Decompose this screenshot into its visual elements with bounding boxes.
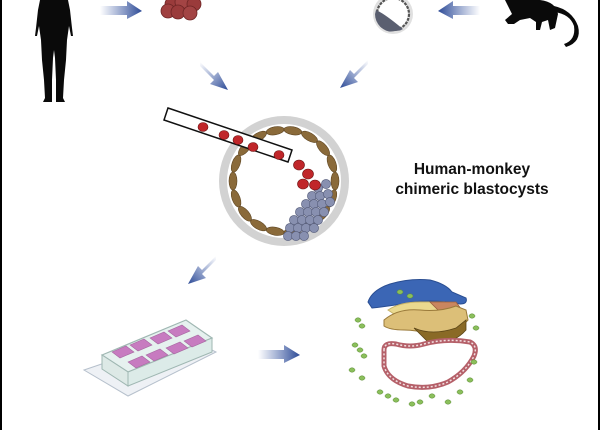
injected-human-cells-icon xyxy=(293,159,321,191)
arrow-left-icon xyxy=(438,1,480,19)
inner-cell-mass-cell xyxy=(309,223,319,233)
extraembryonic-cell xyxy=(360,353,368,359)
inner-cell-mass-cell xyxy=(315,191,325,201)
inner-cell-mass-cell xyxy=(317,199,327,209)
extraembryonic-cell xyxy=(466,377,474,383)
trophectoderm-cell xyxy=(330,171,340,191)
arrow-right-icon xyxy=(258,345,300,363)
culture-well xyxy=(145,348,169,362)
culture-well xyxy=(111,345,135,359)
micropipette-icon xyxy=(163,107,293,163)
extraembryonic-cell xyxy=(348,367,356,373)
inner-cell-mass-cell xyxy=(313,215,323,225)
extraembryonic-cell xyxy=(351,342,359,348)
inner-cell-mass-cell xyxy=(321,179,331,189)
inner-cell-mass-cell xyxy=(299,231,309,241)
extraembryonic-cell xyxy=(470,359,478,365)
extraembryonic-cell xyxy=(468,313,476,319)
arrow-right-icon xyxy=(100,1,142,19)
culture-well xyxy=(165,341,189,355)
caption-line-1: Human-monkey xyxy=(413,161,531,178)
extraembryonic-cell xyxy=(358,323,366,329)
arrow-down-left-icon xyxy=(188,256,216,284)
caption-line-2: chimeric blastocysts xyxy=(395,181,549,198)
culture-well xyxy=(149,331,173,345)
chimeric-blastocyst-icon xyxy=(219,116,349,246)
extraembryonic-cell xyxy=(408,401,416,407)
arrow-down-left-icon xyxy=(340,60,368,88)
figure-caption: Human-monkey chimeric blastocysts xyxy=(372,160,572,200)
extraembryonic-cell xyxy=(354,317,362,323)
extraembryonic-cell xyxy=(472,325,480,331)
human-silhouette-icon xyxy=(35,0,73,102)
monkey-silhouette-icon xyxy=(505,0,579,47)
culture-chamber-slide-icon xyxy=(82,319,218,397)
extraembryonic-cell xyxy=(384,393,392,399)
culture-well xyxy=(127,355,151,369)
extraembryonic-cell xyxy=(428,393,436,399)
trophectoderm-cell xyxy=(326,154,338,173)
trophectoderm-cell xyxy=(228,171,238,191)
extraembryonic-cell xyxy=(416,399,424,405)
inner-cell-mass-cell xyxy=(325,197,335,207)
embryo-section-icon xyxy=(348,279,480,407)
culture-well xyxy=(183,334,207,348)
extraembryonic-cell xyxy=(392,397,400,403)
extraembryonic-cell xyxy=(406,293,414,299)
monkey-blastocyst-icon xyxy=(373,0,413,34)
culture-well xyxy=(167,324,191,338)
extraembryonic-cell xyxy=(358,375,366,381)
extraembryonic-cell xyxy=(396,289,404,295)
extraembryonic-cell xyxy=(444,399,452,405)
extraembryonic-cell xyxy=(456,389,464,395)
human-stem-cells-icon xyxy=(160,0,202,21)
culture-well xyxy=(129,338,153,352)
inner-cell-mass-cell xyxy=(323,189,333,199)
extraembryonic-cell xyxy=(356,347,364,353)
arrow-down-right-icon xyxy=(200,62,228,90)
inner-cell-mass-cell xyxy=(319,207,329,217)
extraembryonic-cell xyxy=(376,389,384,395)
